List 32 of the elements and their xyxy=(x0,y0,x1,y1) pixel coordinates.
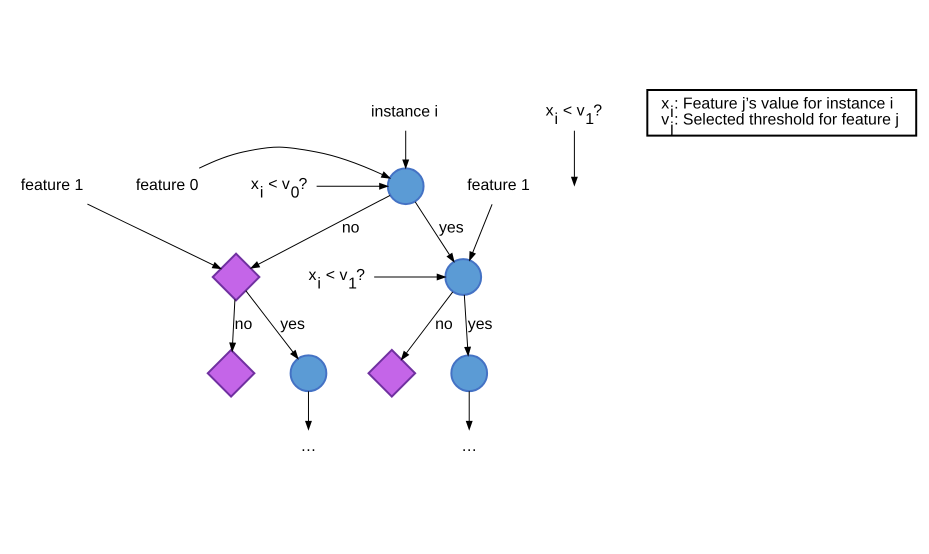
arrow xyxy=(250,194,391,268)
arrow xyxy=(374,273,447,280)
arrow xyxy=(402,130,410,169)
arrow xyxy=(570,130,578,186)
node-text: feature 1 xyxy=(467,176,530,194)
edge-label: yes xyxy=(468,315,492,332)
edge-label: yes xyxy=(439,219,464,236)
node-diamond xyxy=(206,348,256,398)
node-circle xyxy=(386,166,425,205)
edge-label: no xyxy=(435,315,453,332)
node-circle xyxy=(444,258,482,296)
arrow xyxy=(400,290,454,360)
node-text: feature 1 xyxy=(20,176,84,194)
arrow xyxy=(305,390,312,430)
node-circle xyxy=(290,354,328,392)
edge-label: no xyxy=(342,219,360,236)
arrow xyxy=(469,203,493,262)
node-text: … xyxy=(300,437,316,454)
arrow xyxy=(316,182,390,190)
arrow xyxy=(245,290,299,360)
node-text: … xyxy=(461,437,478,454)
edge-label: no xyxy=(234,315,252,332)
node-text: feature 0 xyxy=(136,176,198,194)
arrow xyxy=(198,146,392,178)
arrow xyxy=(86,203,222,269)
arrow xyxy=(464,294,472,356)
edge-label: yes xyxy=(280,315,305,332)
arrow xyxy=(229,298,236,352)
arrow xyxy=(466,390,473,430)
node-text: instance i xyxy=(370,103,438,120)
node-circle xyxy=(450,354,488,392)
arrow xyxy=(414,200,455,262)
